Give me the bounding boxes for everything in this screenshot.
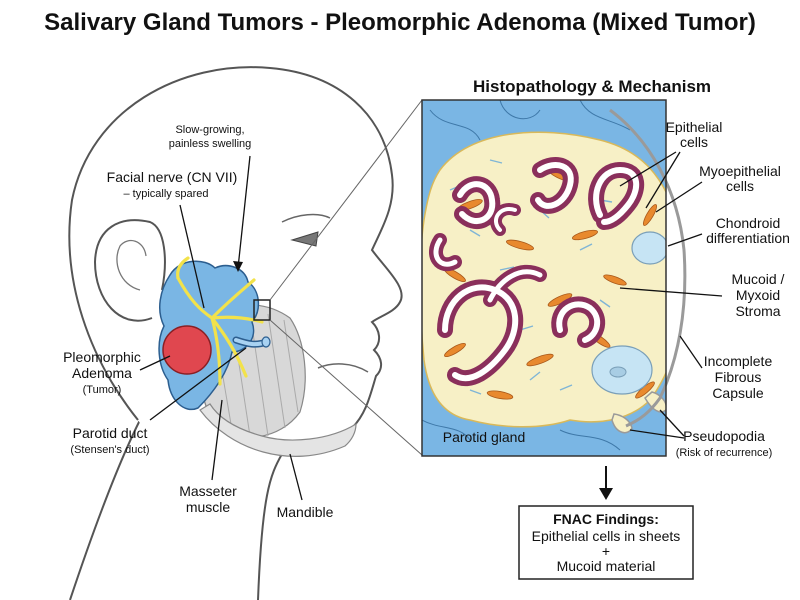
fnac-line-1: Epithelial cells in sheets xyxy=(532,528,681,544)
leader-mucoid xyxy=(619,287,723,297)
histology-panel xyxy=(421,99,687,457)
fnac-line-3: Mucoid material xyxy=(557,558,656,574)
leader-epithelial-b xyxy=(645,151,681,209)
label-mucoid-2: Myxoid xyxy=(736,287,780,303)
label-parotid-gland: Parotid gland xyxy=(443,429,526,445)
facial-nerve xyxy=(176,256,264,386)
pleomorphic-adenoma-tumor xyxy=(162,325,212,375)
leader-tumor xyxy=(139,355,171,371)
label-facial-nerve-2: – typically spared xyxy=(124,188,209,200)
epithelial-ducts xyxy=(429,157,645,387)
ear-inner xyxy=(116,239,147,291)
zoom-box xyxy=(253,299,271,321)
duct-opening xyxy=(261,336,271,348)
neck-back xyxy=(69,419,141,600)
fibrous-capsule xyxy=(609,108,687,428)
ear xyxy=(93,219,166,322)
panel-border xyxy=(421,99,667,457)
label-myoepithelial-2: cells xyxy=(726,178,754,194)
label-capsule-2: Fibrous xyxy=(715,369,762,385)
label-tumor-1: Pleomorphic xyxy=(63,349,141,365)
label-epithelial-1: Epithelial xyxy=(666,119,723,135)
head-illustration xyxy=(68,66,403,600)
leader-swelling xyxy=(237,155,251,269)
brow xyxy=(281,213,331,223)
fnac-line-2: + xyxy=(602,543,610,559)
chondrocyte xyxy=(609,366,627,378)
label-parotid-duct-1: Parotid duct xyxy=(73,425,148,441)
leader-masseter xyxy=(211,399,223,481)
label-epithelial-2: cells xyxy=(680,134,708,150)
leader-myoepithelial xyxy=(655,181,703,213)
fnac-title: FNAC Findings: xyxy=(553,511,659,527)
zoom-line-bottom xyxy=(269,319,423,456)
label-capsule-1: Incomplete xyxy=(704,353,773,369)
leader-chondroid xyxy=(667,233,703,247)
label-chondroid-1: Chondroid xyxy=(716,215,781,231)
diagram-title: Salivary Gland Tumors - Pleomorphic Aden… xyxy=(44,9,756,36)
chondroid-island-1 xyxy=(631,231,666,265)
eye xyxy=(290,231,319,247)
fnac-arrow-head xyxy=(599,488,613,500)
label-pseudopodia-1: Pseudopodia xyxy=(683,428,765,444)
leader-pseudopodia-a xyxy=(659,409,685,437)
zoom-line-top xyxy=(269,99,423,301)
label-masseter-1: Masseter xyxy=(179,483,237,499)
label-facial-nerve-1: Facial nerve (CN VII) xyxy=(107,169,238,185)
leader-epithelial-a xyxy=(619,151,677,187)
label-pseudopodia-2: (Risk of recurrence) xyxy=(676,447,773,459)
label-swelling-1: Slow-growing, xyxy=(175,124,244,136)
mandible xyxy=(199,403,357,457)
label-myoepithelial-1: Myoepithelial xyxy=(699,163,781,179)
panel-title: Histopathology & Mechanism xyxy=(473,77,711,96)
label-swelling-2: painless swelling xyxy=(169,138,252,150)
label-parotid-duct-2: (Stensen's duct) xyxy=(70,444,149,456)
label-mandible: Mandible xyxy=(277,504,334,520)
lips xyxy=(317,363,369,373)
gland-lobules xyxy=(422,100,631,451)
leader-facial-nerve xyxy=(179,204,205,309)
arrow-swelling xyxy=(233,261,243,272)
label-chondroid-2: differentiation xyxy=(706,230,790,246)
label-masseter-2: muscle xyxy=(186,499,231,515)
leader-mandible xyxy=(289,453,303,501)
label-mucoid-3: Stroma xyxy=(735,303,780,319)
fnac-box xyxy=(518,505,694,580)
label-capsule-3: Capsule xyxy=(712,385,764,401)
label-tumor-3: (Tumor) xyxy=(83,384,122,396)
leader-pseudopodia-b xyxy=(629,429,685,439)
label-tumor-2: Adenoma xyxy=(72,365,132,381)
leader-capsule xyxy=(679,335,703,369)
leader-parotid-duct xyxy=(149,347,247,421)
label-mucoid-1: Mucoid / xyxy=(732,271,785,287)
